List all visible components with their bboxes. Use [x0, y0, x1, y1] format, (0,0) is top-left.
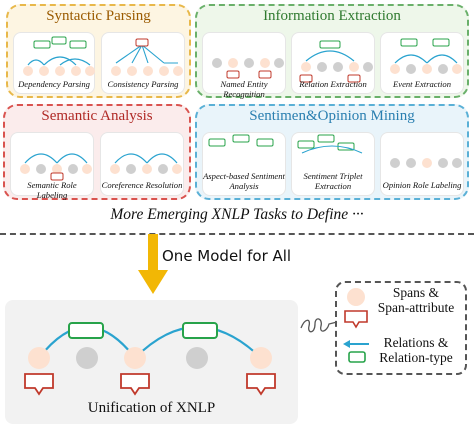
- token-node: [186, 347, 208, 369]
- task-card-dependency-parsing: Dependency Parsing: [13, 32, 95, 94]
- task-label: Coreference Resolution: [101, 180, 183, 190]
- down-arrow-icon: [138, 234, 168, 294]
- mini-diagram: [381, 133, 465, 187]
- task-card-triplet: Sentiment Triplet Extraction: [291, 132, 375, 196]
- task-label: Opinion Role Labeling: [382, 180, 462, 190]
- span-legend-icon: [344, 288, 368, 329]
- relation-tag: [182, 322, 218, 339]
- group-title: Sentimen&Opinion Mining: [249, 108, 415, 124]
- group-semantic-analysis: Semantic Analysis Semantic Role Labeling…: [3, 104, 191, 200]
- task-label: Event Extraction: [393, 79, 451, 89]
- dashed-divider: [0, 233, 474, 235]
- legend-relations-line1: Relations &: [383, 335, 449, 350]
- mini-diagram: [292, 33, 376, 87]
- unification-label: Unification of XNLP: [87, 400, 216, 416]
- task-label: Consistency Parsing: [107, 79, 179, 89]
- task-card-ner: Named Entity Recognition: [202, 32, 287, 99]
- span-attribute-tag: [24, 373, 54, 396]
- one-model-caption: One Model for All: [162, 247, 292, 265]
- mini-diagram: [14, 33, 98, 87]
- more-tasks-caption: More Emerging XNLP Tasks to Define ···: [110, 206, 364, 223]
- task-card-srl: Semantic Role Labeling: [10, 132, 95, 200]
- group-syntactic-parsing: Syntactic Parsing Dependency Parsing Con…: [6, 4, 191, 98]
- squiggle-connector: [300, 318, 338, 333]
- group-title: Semantic Analysis: [41, 108, 153, 124]
- span-node: [250, 347, 272, 369]
- group-title: Syntactic Parsing: [46, 8, 151, 24]
- mini-diagram: [292, 133, 376, 187]
- legend-panel: Spans & Span-attribute Relations & Relat…: [335, 281, 467, 375]
- legend-spans-line2: Span-attribute: [377, 299, 455, 315]
- task-card-consistency-parsing: Consistency Parsing: [101, 32, 185, 94]
- legend-spans-line1: Spans &: [392, 285, 440, 300]
- mini-diagram: [11, 133, 95, 187]
- arrow-head: [138, 270, 168, 294]
- span-attribute-tag: [120, 373, 150, 396]
- task-label: Named Entity Recognition: [220, 79, 268, 99]
- mini-diagram: [203, 133, 287, 187]
- arrow-shaft: [148, 234, 158, 272]
- legend-spans-label: Spans & Span-attribute: [367, 285, 465, 316]
- relation-tag: [68, 322, 104, 339]
- relation-legend-icon: [343, 340, 369, 363]
- task-card-coreference: Coreference Resolution: [100, 132, 184, 196]
- unification-panel: [5, 300, 298, 424]
- task-label: Relation Extraction: [299, 79, 367, 89]
- group-sentiment-opinion-mining: Sentimen&Opinion Mining Aspect-based Sen…: [195, 104, 469, 200]
- task-label: Semantic Role Labeling: [27, 180, 77, 200]
- token-node: [76, 347, 98, 369]
- span-node: [28, 347, 50, 369]
- mini-diagram: [381, 33, 465, 87]
- task-label: Aspect-based Sentiment Analysis: [203, 171, 285, 191]
- task-card-relation-extraction: Relation Extraction: [291, 32, 375, 94]
- task-card-event-extraction: Event Extraction: [380, 32, 464, 94]
- mini-diagram: [102, 33, 186, 87]
- unification-diagram: [24, 322, 276, 396]
- legend-relations-label: Relations & Relation-type: [367, 335, 465, 366]
- legend-relations-line2: Relation-type: [379, 349, 453, 365]
- group-title: Information Extraction: [263, 8, 401, 24]
- group-information-extraction: Information Extraction Named Entity Reco…: [195, 4, 469, 99]
- task-label: Sentiment Triplet Extraction: [303, 171, 363, 191]
- task-card-absa: Aspect-based Sentiment Analysis: [202, 132, 286, 196]
- span-attribute-tag: [246, 373, 276, 396]
- mini-diagram: [101, 133, 185, 187]
- task-card-orl: Opinion Role Labeling: [380, 132, 464, 196]
- task-label: Dependency Parsing: [18, 79, 90, 89]
- mini-diagram: [203, 33, 287, 87]
- span-node: [124, 347, 146, 369]
